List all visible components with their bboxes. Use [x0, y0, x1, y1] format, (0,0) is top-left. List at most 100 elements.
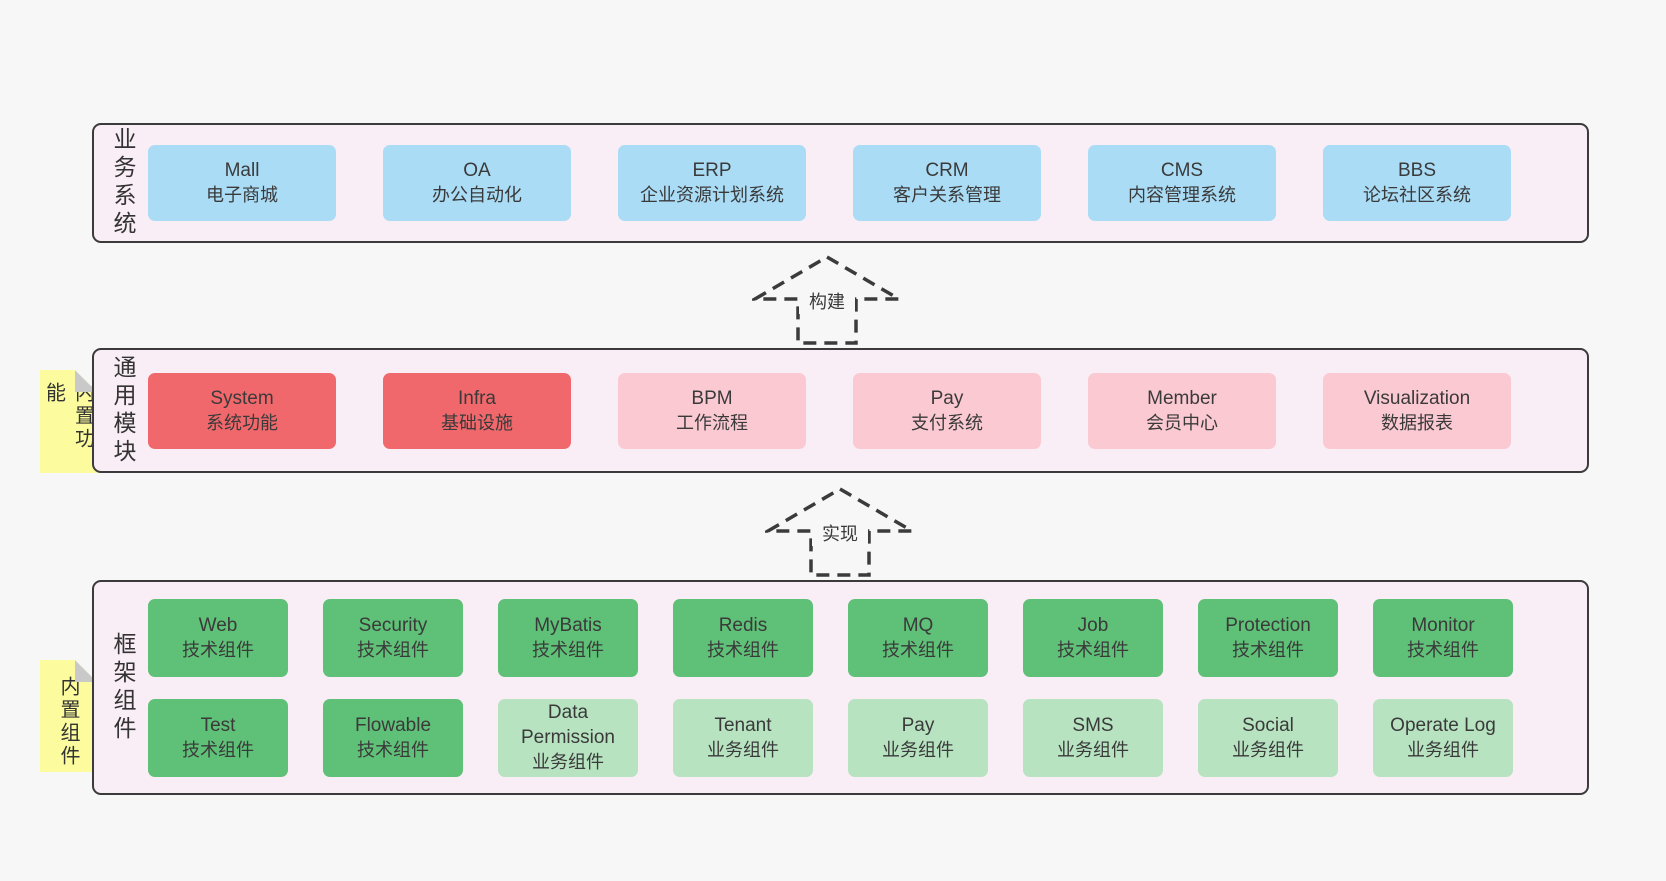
box-monitor: Monitor 技术组件	[1373, 598, 1513, 677]
box-title: Mall	[224, 160, 260, 181]
box-title: BBS	[1397, 160, 1437, 181]
box-title: MQ	[902, 614, 934, 636]
box-visualization: Visualization 数据报表	[1323, 372, 1511, 449]
box-subtitle: 技术组件	[1407, 639, 1479, 660]
box-web: Web 技术组件	[148, 598, 288, 677]
box-title: Protection	[1225, 614, 1311, 636]
implement-arrow-label: 实现	[822, 524, 858, 544]
box-title: Operate Log	[1390, 714, 1496, 736]
box-bbs: BBS 论坛社区系统	[1323, 145, 1511, 221]
box-system: System 系统功能	[148, 372, 336, 449]
panel-business-systems: 业务系统 Mall 电子商城 OA 办公自动化 ERP 企业资源计划系统 CRM 客户关系管理…	[92, 123, 1589, 243]
box-title: Redis	[718, 614, 768, 636]
box-sms: SMS 业务组件	[1023, 698, 1163, 777]
box-subtitle: 企业资源计划系统	[640, 185, 784, 205]
box-pay: Pay 业务组件	[848, 698, 988, 777]
box-title: BPM	[691, 387, 733, 409]
band-rows-business-systems: Mall 电子商城 OA 办公自动化 ERP 企业资源计划系统 CRM 客户关系管理 CMS 内容…	[148, 125, 1579, 241]
box-social: Social 业务组件	[1198, 698, 1338, 777]
box-subtitle: 业务组件	[1057, 739, 1129, 760]
box-title: Tenant	[714, 714, 772, 736]
box-subtitle: 会员中心	[1146, 412, 1218, 433]
band-label-framework-components: 框架组件	[110, 631, 136, 744]
box-bpm: BPM 工作流程	[618, 372, 806, 449]
box-mall: Mall 电子商城	[148, 145, 336, 221]
box-title: Job	[1077, 614, 1109, 636]
box-subtitle: 客户关系管理	[893, 185, 1001, 205]
box-subtitle: 工作流程	[676, 412, 748, 433]
box-erp: ERP 企业资源计划系统	[618, 145, 806, 221]
box-security: Security 技术组件	[323, 598, 463, 677]
note-built-in-features: 内置功能	[40, 370, 97, 473]
box-title: Member	[1147, 387, 1217, 409]
box-title: Test	[200, 714, 236, 736]
box-title: System	[210, 387, 274, 409]
box-subtitle: 业务组件	[1407, 739, 1479, 760]
box-title: Social	[1242, 714, 1294, 736]
box-title: CMS	[1160, 160, 1204, 181]
box-test: Test 技术组件	[148, 698, 288, 777]
box-subtitle: 论坛社区系统	[1363, 185, 1471, 205]
note-built-in-components: 内置组件	[40, 660, 97, 772]
box-subtitle: 技术组件	[1057, 639, 1129, 660]
box-subtitle: 业务组件	[1232, 739, 1304, 760]
box-title: OA	[463, 160, 491, 181]
build-arrow-label: 构建	[809, 292, 845, 312]
box-mybatis: MyBatis 技术组件	[498, 598, 638, 677]
box-oa: OA 办公自动化	[383, 145, 571, 221]
band-label-business-systems: 业务系统	[110, 127, 136, 239]
box-subtitle: 系统功能	[206, 412, 278, 433]
box-subtitle: 业务组件	[707, 739, 779, 760]
box-title: Infra	[457, 387, 497, 409]
box-cms: CMS 内容管理系统	[1088, 145, 1276, 221]
box-subtitle: 内容管理系统	[1128, 185, 1236, 205]
box-subtitle: 技术组件	[1232, 639, 1304, 660]
box-title: CRM	[925, 160, 969, 181]
implement-arrow-icon: 实现	[765, 486, 915, 577]
note-label: 内置组件	[57, 676, 79, 768]
box-title: Web	[198, 614, 238, 636]
box-subtitle: 业务组件	[882, 739, 954, 760]
box-subtitle: 技术组件	[182, 739, 254, 760]
box-subtitle: 技术组件	[882, 639, 954, 660]
box-title: Pay	[901, 714, 935, 736]
box-job: Job 技术组件	[1023, 598, 1163, 677]
box-title: Visualization	[1363, 387, 1471, 409]
box-title: Security	[358, 614, 428, 636]
box-tenant: Tenant 业务组件	[673, 698, 813, 777]
note-label: 内置功能	[42, 382, 94, 451]
band-label-common-modules: 通用模块	[110, 354, 136, 467]
box-subtitle: 电子商城	[206, 185, 278, 205]
box-title: MyBatis	[534, 614, 602, 636]
box-subtitle: 技术组件	[357, 639, 429, 660]
box-subtitle: 技术组件	[182, 639, 254, 660]
box-subtitle: 技术组件	[357, 739, 429, 760]
box-subtitle: 技术组件	[532, 639, 604, 660]
box-redis: Redis 技术组件	[673, 598, 813, 677]
box-member: Member 会员中心	[1088, 372, 1276, 449]
box-title: Monitor	[1411, 614, 1475, 636]
box-subtitle: 办公自动化	[432, 185, 522, 205]
box-crm: CRM 客户关系管理	[853, 145, 1041, 221]
box-subtitle: 支付系统	[911, 412, 983, 433]
box-title: ERP	[692, 160, 732, 181]
box-subtitle: 业务组件	[532, 752, 604, 772]
box-mq: MQ 技术组件	[848, 598, 988, 677]
box-subtitle: 数据报表	[1381, 412, 1453, 433]
box-title: SMS	[1072, 714, 1114, 736]
box-subtitle: 技术组件	[707, 639, 779, 660]
box-operate-log: Operate Log 业务组件	[1373, 698, 1513, 777]
box-protection: Protection 技术组件	[1198, 598, 1338, 677]
